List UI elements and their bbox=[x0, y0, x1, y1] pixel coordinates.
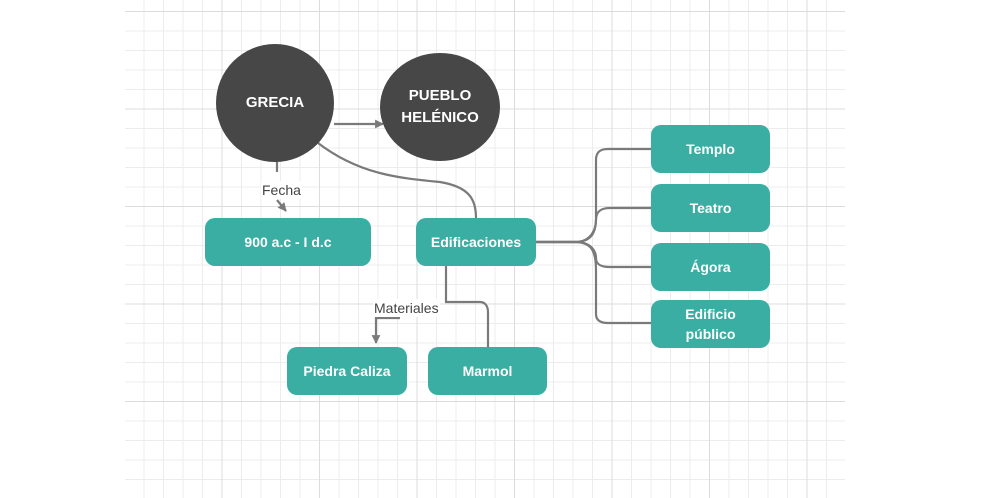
edge-edificaciones-teatro bbox=[535, 206, 652, 244]
edge-edificaciones-piedra bbox=[376, 266, 448, 343]
node-grecia[interactable]: GRECIA bbox=[216, 44, 334, 162]
edge-grecia-edificaciones bbox=[317, 142, 478, 219]
node-agora[interactable]: Ágora bbox=[651, 243, 770, 291]
node-piedra-caliza[interactable]: Piedra Caliza bbox=[287, 347, 407, 395]
edge-label-fecha: Fecha bbox=[261, 181, 302, 199]
node-fecha-value[interactable]: 900 a.c - I d.c bbox=[205, 218, 371, 266]
edge-edificaciones-templo bbox=[535, 147, 652, 244]
edge-edificaciones-marmol bbox=[444, 294, 490, 347]
node-marmol[interactable]: Marmol bbox=[428, 347, 547, 395]
node-edificaciones[interactable]: Edificaciones bbox=[416, 218, 536, 266]
node-teatro[interactable]: Teatro bbox=[651, 184, 770, 232]
node-templo[interactable]: Templo bbox=[651, 125, 770, 173]
node-edificio-publico[interactable]: Edificio público bbox=[651, 300, 770, 348]
edge-grecia-fecha bbox=[275, 160, 286, 211]
edge-edificaciones-edificio bbox=[535, 240, 652, 325]
node-pueblo-helenico[interactable]: PUEBLO HELÉNICO bbox=[380, 53, 500, 161]
edge-label-materiales: Materiales bbox=[373, 299, 440, 317]
